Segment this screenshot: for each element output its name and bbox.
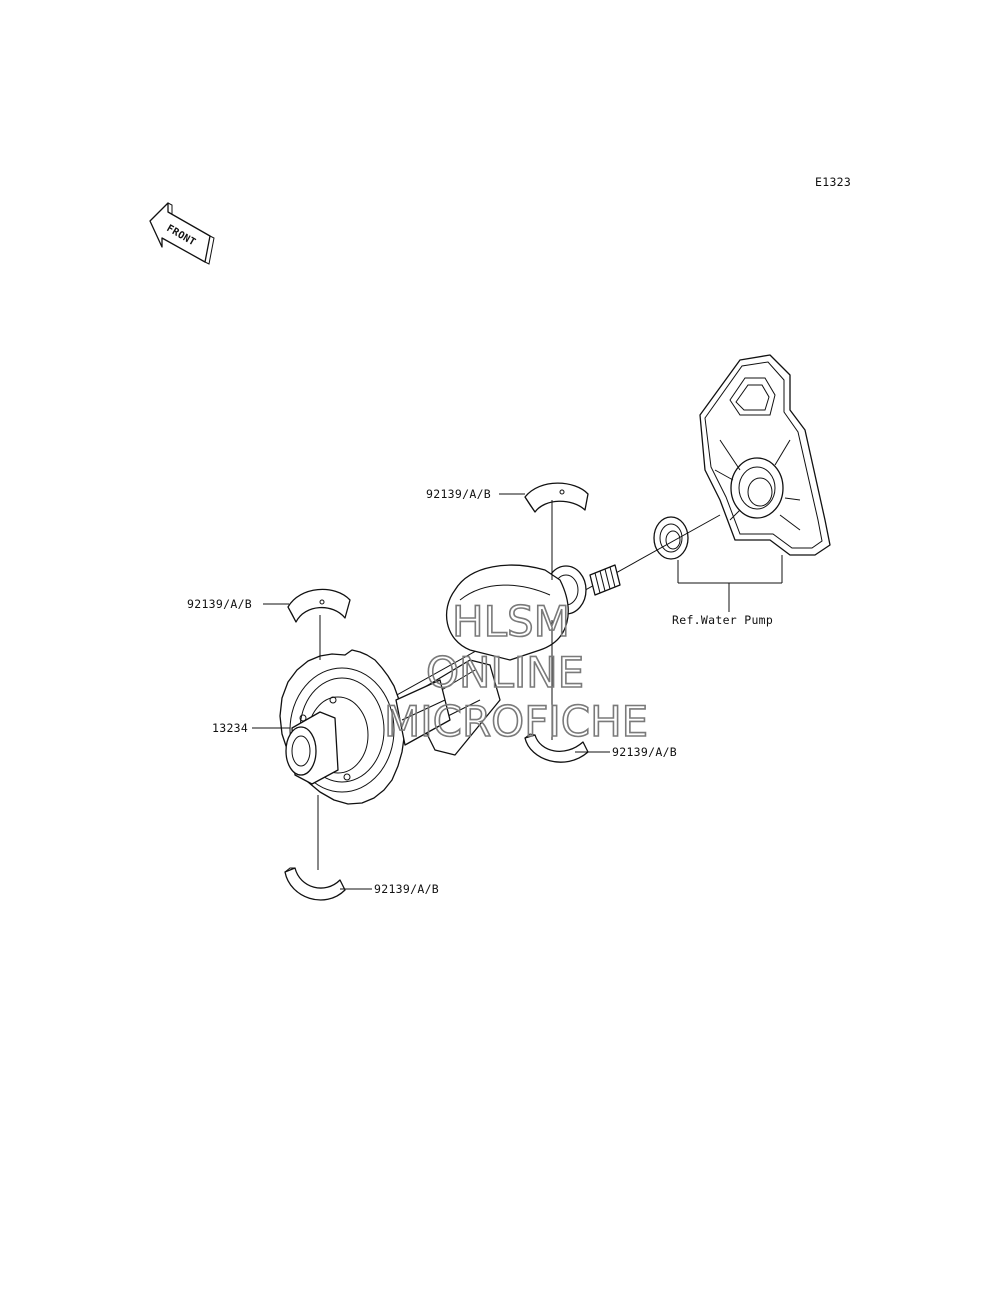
watermark-line1: HLSM [452, 597, 570, 646]
watermark: HLSM ONLINE MICROFICHE [383, 596, 649, 747]
balancer-shaft [419, 564, 621, 756]
watermark-line3: MICROFICHE [384, 697, 648, 746]
watermark-line2: ONLINE [426, 648, 584, 697]
diagram-code: E1323 [815, 175, 851, 189]
callout-bearing-bottom: 92139/A/B [374, 882, 439, 896]
balancer-gear [279, 649, 451, 805]
water-pump-cover [699, 354, 831, 556]
bearing-bottom [284, 867, 346, 901]
callout-balancer: 13234 [212, 721, 248, 735]
bearing-right [524, 733, 589, 763]
callout-bearing-right: 92139/A/B [612, 745, 677, 759]
bearing-top [524, 482, 589, 513]
callout-bearing-top: 92139/A/B [426, 487, 491, 501]
bearing-left [287, 588, 351, 623]
leader-lines [252, 493, 783, 890]
callout-bearing-left: 92139/A/B [187, 597, 252, 611]
callout-ref-water-pump: Ref.Water Pump [672, 613, 773, 627]
front-arrow-icon: FRONT [149, 202, 215, 265]
oil-seal [653, 516, 689, 560]
